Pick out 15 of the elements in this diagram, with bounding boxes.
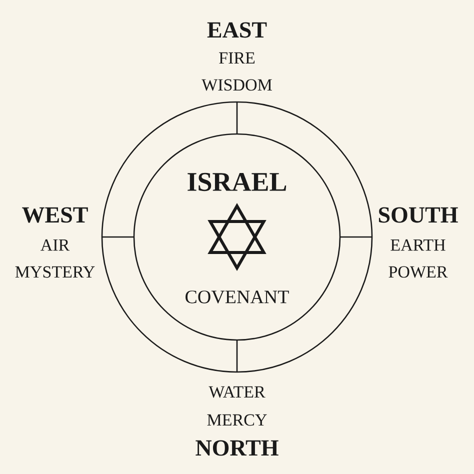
attribute-label: WATER bbox=[208, 386, 266, 398]
direction-label: SOUTH bbox=[378, 207, 458, 223]
attribute-label: MYSTERY bbox=[15, 266, 95, 278]
attribute-label: FIRE bbox=[219, 52, 255, 64]
direction-label: NORTH bbox=[196, 440, 278, 456]
caption-text: COVENANT bbox=[186, 290, 289, 304]
heading: ISRAEL bbox=[188, 172, 286, 192]
direction-label: EAST bbox=[207, 22, 267, 38]
attribute-label: MERCY bbox=[207, 414, 267, 426]
attribute-label: AIR bbox=[40, 239, 70, 251]
attribute-label: POWER bbox=[388, 266, 448, 278]
direction-label: WEST bbox=[22, 207, 88, 223]
outer-ring bbox=[101, 101, 373, 373]
attribute-label: EARTH bbox=[390, 239, 446, 251]
attribute-label: WISDOM bbox=[202, 79, 272, 91]
